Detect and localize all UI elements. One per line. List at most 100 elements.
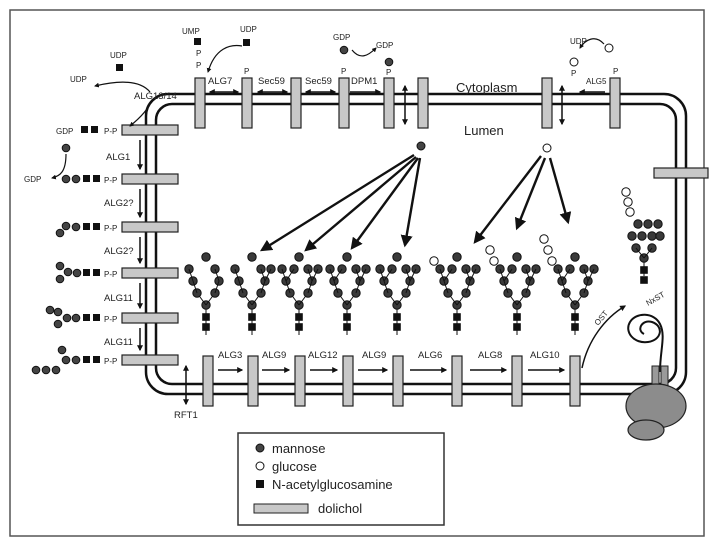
legend-mannose: mannose <box>272 441 325 456</box>
glcnac-symbol <box>93 269 100 276</box>
dolichol-bar <box>242 78 252 128</box>
p-label: P <box>196 49 201 58</box>
nascent-polypeptide <box>628 315 662 372</box>
enzyme-label-sec59: Sec59 <box>305 76 332 87</box>
glucose-symbol <box>622 188 630 196</box>
mannose-symbol <box>62 144 70 152</box>
mannose-symbol <box>648 232 656 240</box>
mannose-symbol <box>52 366 60 374</box>
mannose-symbol <box>343 253 351 261</box>
glucose-symbol <box>624 198 632 206</box>
legend-glcnac: N-acetylglucosamine <box>272 477 393 492</box>
dolichol-bar <box>418 78 428 128</box>
gdp-label: GDP <box>333 33 350 42</box>
glucose-symbol <box>626 208 634 216</box>
enzyme-label-alg11: ALG11 <box>104 293 133 304</box>
mannose-symbol <box>393 253 401 261</box>
dolichol-bar <box>122 174 178 184</box>
mannose-symbol <box>73 269 81 277</box>
arrow <box>262 155 414 250</box>
glcnac-symbol <box>93 223 100 230</box>
glucose-symbol <box>486 246 494 254</box>
glcnac-symbol <box>83 175 90 182</box>
glcnac-symbol <box>91 126 98 133</box>
enzyme-label-alg9: ALG9 <box>362 350 386 361</box>
mannose-symbol <box>571 253 579 261</box>
dolichol-bar <box>452 356 462 406</box>
mannose-symbol <box>56 262 64 270</box>
dolichol-bar <box>291 78 301 128</box>
mannose-symbol <box>58 346 66 354</box>
er-membrane-inner <box>156 104 676 384</box>
dolichol-bar <box>512 356 522 406</box>
enzyme-label-sec59: Sec59 <box>258 76 285 87</box>
mannose-symbol <box>72 223 80 231</box>
glcnac-symbol <box>116 64 123 71</box>
glucose-symbol <box>490 257 498 265</box>
gdp-label: GDP <box>56 127 73 136</box>
glcnac-symbol <box>83 269 90 276</box>
mannose-symbol <box>72 175 80 183</box>
glcnac-icon <box>256 480 264 488</box>
pp-label: P-P <box>104 127 117 136</box>
mannose-symbol <box>62 222 70 230</box>
ribosome-small-subunit <box>628 420 664 440</box>
mannose-symbol <box>56 275 64 283</box>
enzyme-label-alg2: ALG2? <box>104 198 134 209</box>
mannose-symbol <box>32 366 40 374</box>
enzyme-label-dpm1: DPM1 <box>351 76 377 87</box>
pp-label: P-P <box>104 270 117 279</box>
glucose-symbol <box>605 44 613 52</box>
enzyme-label-rft1: RFT1 <box>174 410 198 421</box>
udp-label: UDP <box>70 75 87 84</box>
mannose-symbol <box>248 253 256 261</box>
pp-label: P-P <box>104 176 117 185</box>
mannose-symbol <box>644 220 652 228</box>
donor-distribution-arrows <box>262 155 568 250</box>
mannose-symbol <box>42 366 50 374</box>
glucose-icon <box>256 462 264 470</box>
cytoplasm-label: Cytoplasm <box>456 80 517 95</box>
arrow <box>475 156 541 242</box>
arrow <box>52 154 66 178</box>
mannose-symbol <box>634 220 642 228</box>
ump-label: UMP <box>182 27 200 36</box>
lumenal-glycan-trees <box>185 188 664 335</box>
dolichol-bar <box>122 268 178 278</box>
dolichol-bar <box>248 356 258 406</box>
bottom-dolichol-bars <box>203 356 580 406</box>
mannose-symbol <box>417 142 425 150</box>
enzyme-label-alg5: ALG5 <box>586 77 607 86</box>
enzyme-label-alg1: ALG1 <box>106 152 130 163</box>
enzyme-label-alg13-14: ALG13/14 <box>134 91 177 102</box>
glcnac-symbol <box>243 39 250 46</box>
lumen-label: Lumen <box>464 123 504 138</box>
pp-label: P-P <box>104 315 117 324</box>
glcnac-symbol <box>81 126 88 133</box>
dolichol-bar <box>295 356 305 406</box>
dolichol-bar <box>570 356 580 406</box>
enzyme-label-alg11: ALG11 <box>104 337 133 348</box>
enzyme-label-alg9: ALG9 <box>262 350 286 361</box>
mannose-symbol <box>62 175 70 183</box>
dolichol-bar <box>542 78 552 128</box>
glucose-symbol <box>430 257 438 265</box>
dolichol-bar <box>384 78 394 128</box>
p-label: P <box>386 68 391 77</box>
enzyme-label-alg8: ALG8 <box>478 350 502 361</box>
mannose-symbol <box>656 232 664 240</box>
udp-label: UDP <box>570 37 587 46</box>
mannose-symbol <box>654 220 662 228</box>
arrow <box>352 48 376 56</box>
mannose-symbol <box>62 356 70 364</box>
dolichol-bar <box>122 222 178 232</box>
ribosome <box>626 366 686 440</box>
arrow <box>550 158 568 222</box>
mannose-symbol <box>46 306 54 314</box>
arrow <box>208 46 242 72</box>
dolichol-bar <box>343 356 353 406</box>
mannose-symbol <box>385 58 393 66</box>
p-label: P <box>571 69 576 78</box>
dolichol-bar <box>195 78 205 128</box>
